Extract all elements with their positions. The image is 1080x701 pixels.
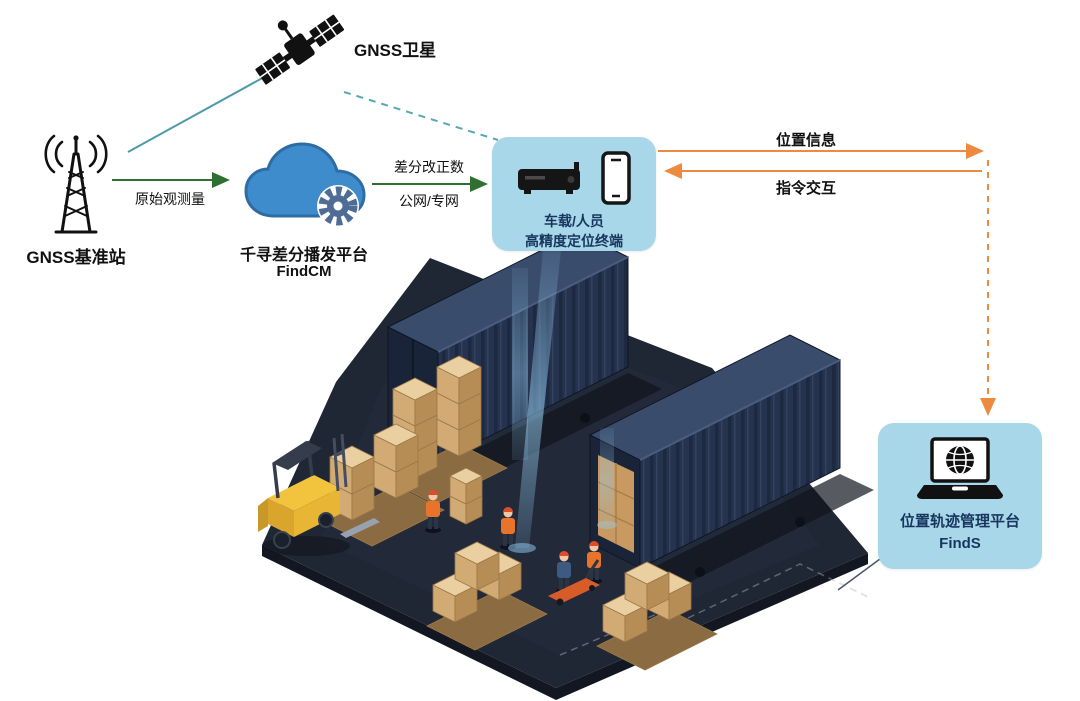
positioning-beams (508, 250, 617, 553)
pallet-stack-left (323, 423, 445, 547)
terminal-label-line2: 高精度定位终端 (525, 233, 623, 250)
small-boxes (449, 467, 483, 525)
diff-correction-label-line2: 公网/专网 (399, 193, 459, 209)
floor-lane-markings (559, 563, 869, 656)
open-container-cargo (598, 455, 634, 553)
pallet-bottom-center (426, 541, 548, 651)
worker (425, 490, 441, 533)
container-back (386, 231, 662, 484)
forklift (258, 433, 380, 556)
cloud-platform-subtitle: FindCM (276, 263, 332, 280)
worker (500, 507, 516, 550)
base-station-label: GNSS基准站 (26, 248, 126, 267)
vehicle-terminal-icon (518, 162, 580, 194)
laptop-globe-icon (917, 437, 1003, 499)
command-interaction-label: 指令交互 (775, 180, 836, 197)
diff-correction-label-line1: 差分改正数 (394, 159, 464, 175)
pallet-bottom-right (596, 561, 718, 671)
pallet-jack (548, 559, 600, 606)
terminal-label-line1: 车载/人员 (544, 213, 604, 229)
smartphone-icon (601, 151, 631, 205)
gnss-base-station-icon (44, 134, 108, 234)
terminal-card: 车载/人员 高精度定位终端 (492, 137, 656, 251)
worker (586, 541, 602, 584)
platform-label-line2: FindS (939, 534, 981, 552)
gnss-satellite-icon (255, 14, 345, 85)
position-info-label: 位置信息 (775, 132, 836, 149)
raw-observation-label: 原始观测量 (135, 191, 205, 207)
globe-icon (946, 445, 974, 475)
pallet-stack-back (386, 355, 508, 505)
platform-callout-tail (837, 555, 885, 591)
workers (425, 490, 602, 606)
platform-card: 位置轨迹管理平台 FindS (878, 423, 1042, 569)
yard-floor (262, 258, 869, 700)
satellite-label: GNSS卫星 (354, 41, 437, 60)
cloud-platform-title: 千寻差分播发平台 (239, 247, 368, 264)
container-front (588, 334, 874, 590)
findcm-cloud-icon (244, 142, 366, 227)
gear-icon (318, 186, 358, 226)
platform-label-line1: 位置轨迹管理平台 (899, 513, 1020, 530)
worker (556, 551, 572, 594)
